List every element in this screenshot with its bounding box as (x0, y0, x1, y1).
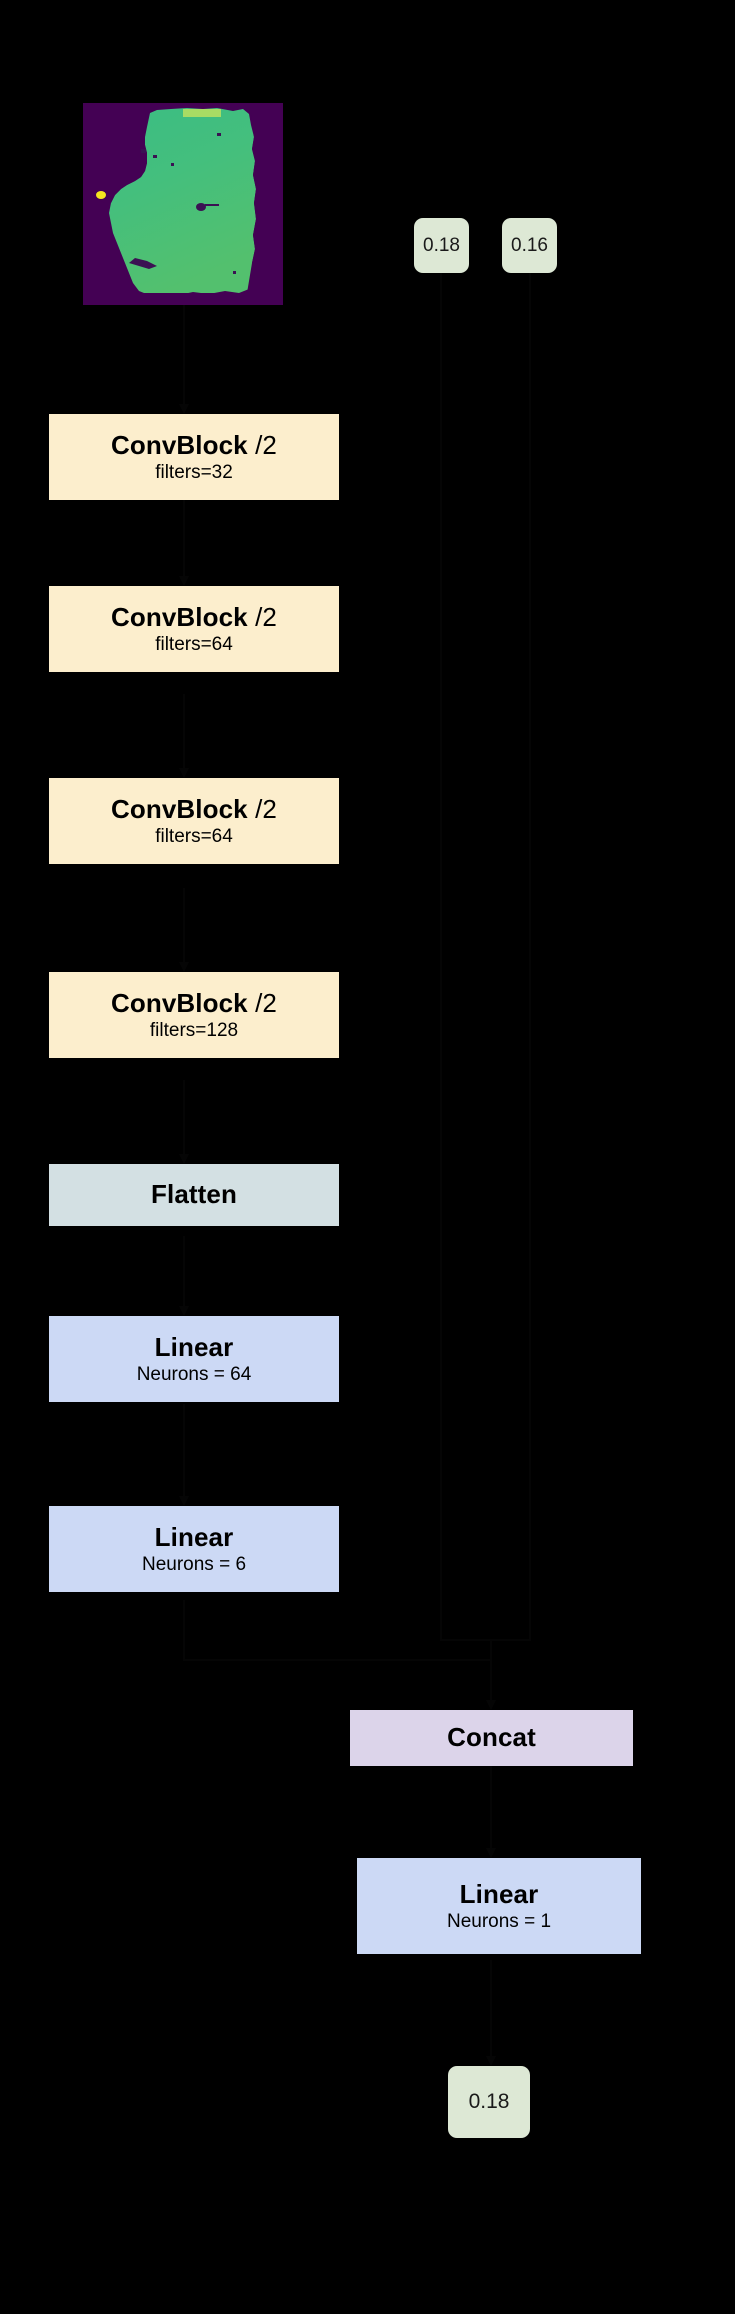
scalar-input-1-chip: 0.18 (414, 218, 469, 273)
prediction-output-chip: 0.18 (448, 2066, 530, 2138)
linear-1-node[interactable]: Linear Neurons = 1 (357, 1858, 641, 1954)
linear-64-title: Linear (154, 1331, 234, 1362)
linear-6-subtitle: Neurons = 6 (141, 1553, 247, 1575)
convblock-2-node[interactable]: ConvBlock /2 filters=64 (49, 586, 339, 672)
scalar-input-2-value: 0.16 (511, 234, 548, 256)
linear-1-title: Linear (459, 1878, 539, 1909)
linear-1-subtitle: Neurons = 1 (446, 1910, 552, 1932)
convblock-3-title: ConvBlock /2 (111, 793, 277, 824)
convblock-4-subtitle: filters=128 (149, 1019, 239, 1041)
linear-64-node[interactable]: Linear Neurons = 64 (49, 1316, 339, 1402)
depth-map-input-image (83, 103, 283, 305)
scalar-input-2-chip: 0.16 (502, 218, 557, 273)
convblock-2-title: ConvBlock /2 (111, 601, 277, 632)
convblock-4-node[interactable]: ConvBlock /2 filters=128 (49, 972, 339, 1058)
scalar-input-1-value: 0.18 (423, 234, 460, 256)
flatten-node[interactable]: Flatten (49, 1164, 339, 1226)
convblock-3-node[interactable]: ConvBlock /2 filters=64 (49, 778, 339, 864)
concat-node[interactable]: Concat (350, 1710, 633, 1766)
prediction-output-value: 0.18 (468, 2090, 510, 2113)
linear-6-node[interactable]: Linear Neurons = 6 (49, 1506, 339, 1592)
linear-6-title: Linear (154, 1521, 234, 1552)
convblock-1-subtitle: filters=32 (155, 461, 233, 483)
convblock-3-subtitle: filters=64 (155, 825, 233, 847)
convblock-4-title: ConvBlock /2 (111, 987, 277, 1018)
convblock-2-subtitle: filters=64 (155, 633, 233, 655)
concat-title: Concat (447, 1722, 536, 1753)
flatten-title: Flatten (151, 1179, 237, 1210)
depth-map-render (83, 103, 283, 305)
convblock-1-node[interactable]: ConvBlock /2 filters=32 (49, 414, 339, 500)
linear-64-subtitle: Neurons = 64 (136, 1363, 252, 1385)
convblock-1-title: ConvBlock /2 (111, 429, 277, 460)
